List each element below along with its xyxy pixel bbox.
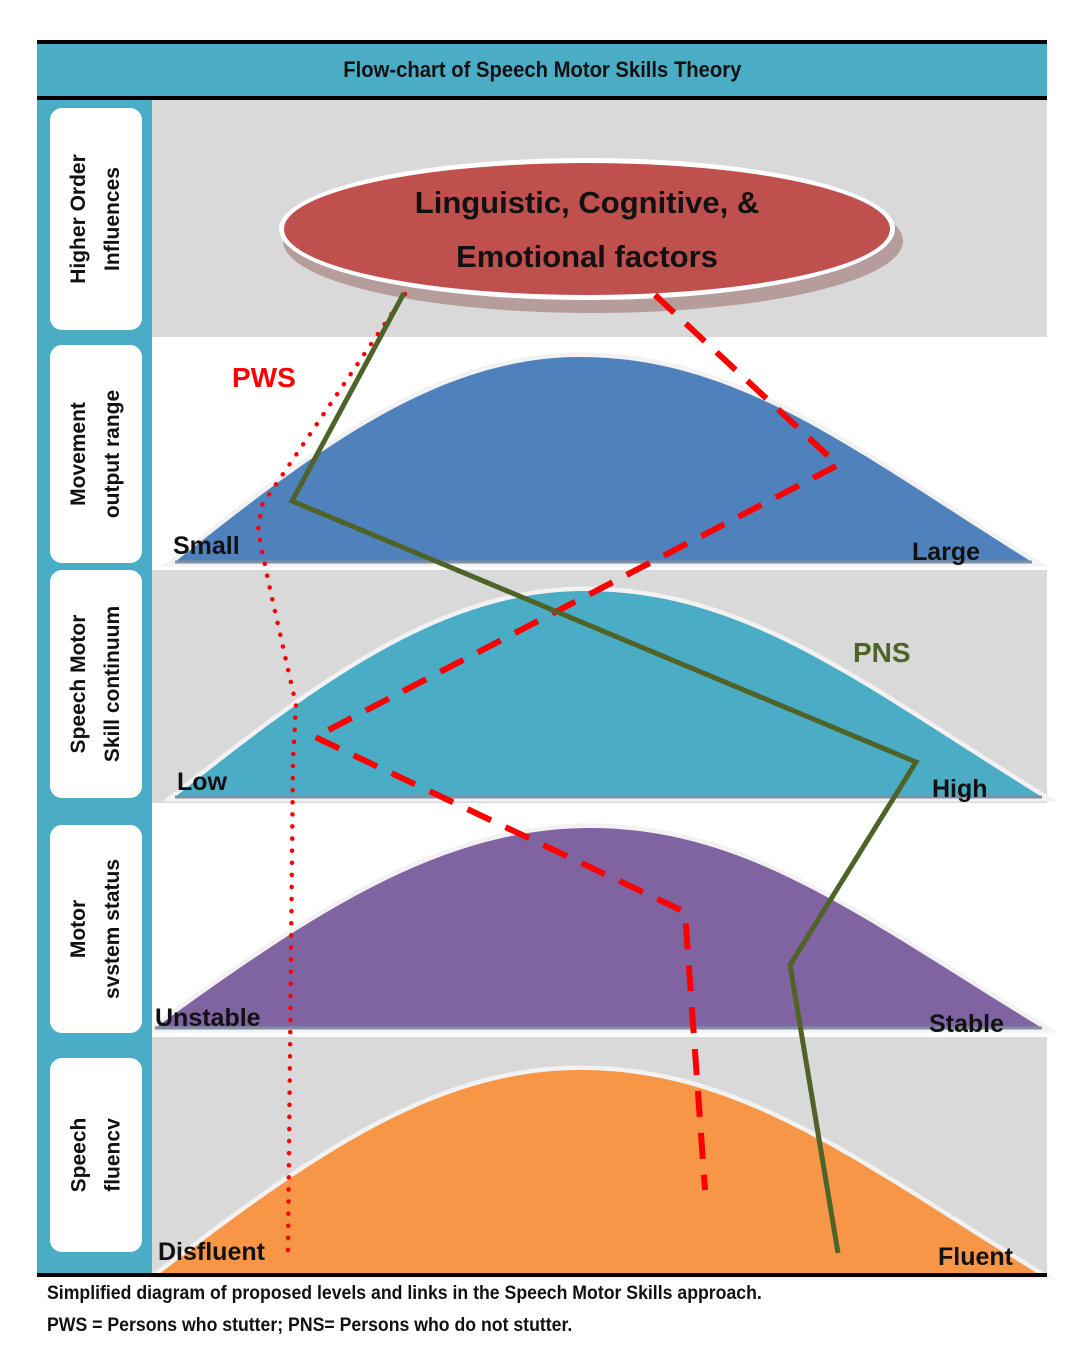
bell-curve-skill-continuum [175,591,1042,797]
higher-order-ellipse: Linguistic, Cognitive, & Emotional facto… [279,158,903,313]
row-label-line: Skill continuum [101,605,124,763]
row-label-skill-continuum: Speech Motor Skill continuum [50,570,142,798]
page-title: Flow-chart of Speech Motor Skills Theory [342,57,742,82]
label-fluent: Fluent [938,1243,1014,1271]
pws-label: PWS [232,362,296,393]
label-large: Large [912,538,980,566]
label-high: High [932,775,988,803]
row-label-line: Influences [101,167,124,271]
row-label-line: Movement [67,402,91,506]
caption-line-1: Simplified diagram of proposed levels an… [47,1283,762,1304]
row-label-line: fluencv [100,1118,124,1192]
label-stable: Stable [929,1010,1004,1038]
row-label-line: output range [101,389,125,519]
bell-curve-speech-fluency [158,1070,1040,1275]
label-low: Low [177,768,228,796]
label-small: Small [173,532,240,560]
pns-solid-path [288,291,920,1254]
pws-dotted-path [255,291,408,1253]
header-bar: Flow-chart of Speech Motor Skills Theory [37,40,1047,100]
label-disfluent: Disfluent [158,1238,266,1266]
ellipse-text-line-1: Linguistic, Cognitive, & [415,185,759,220]
row-label-line: Higher Order [67,154,90,284]
row-label-line: Speech [66,1117,90,1193]
row-label-line: Speech Motor [67,614,90,754]
ellipse-text-line-2: Emotional factors [456,239,718,274]
row-label-line: svstem status [101,858,125,1000]
row-label-motor-status: Motor svstem status [50,825,142,1033]
figure-caption: Simplified diagram of proposed levels an… [47,1278,816,1342]
caption-line-2: PWS = Persons who stutter; PNS= Persons … [47,1315,573,1336]
pns-label: PNS [853,637,911,668]
bell-curve-movement-output [175,357,1032,562]
row-label-speech-fluency: Speech fluencv [50,1058,142,1252]
row-label-higher-order: Higher Order Influences [50,108,142,330]
bell-curve-motor-status [155,828,1042,1028]
bottom-rule [37,1273,1047,1277]
row-label-line: Motor [67,899,91,959]
label-unstable: Unstable [155,1004,261,1032]
row-label-movement-output: Movement output range [50,345,142,563]
